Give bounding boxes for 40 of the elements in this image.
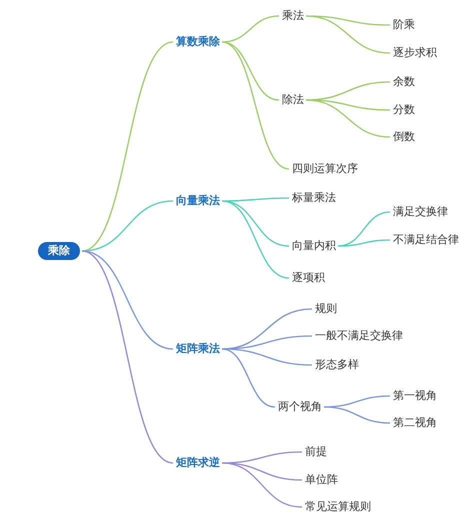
subtopic-label: 逐步求积 <box>393 46 437 60</box>
subtopic-label: 单位阵 <box>305 473 338 487</box>
subtopic-label: 余数 <box>393 75 415 89</box>
branch-topic: 向量乘法 <box>176 194 220 208</box>
branch-line <box>306 99 390 138</box>
branch-line <box>338 211 390 247</box>
branch-line <box>306 15 390 54</box>
subtopic-label: 标量乘法 <box>292 191 336 205</box>
branch-topic: 矩阵乘法 <box>176 342 220 356</box>
branch-topic: 矩阵求逆 <box>176 456 220 470</box>
subtopic-label: 一般不满足交换律 <box>315 329 403 343</box>
subtopic-label: 不满足结合律 <box>393 233 459 247</box>
branch-line <box>222 200 290 279</box>
subtopic-label: 倒数 <box>393 130 415 144</box>
subtopic-label: 除法 <box>282 93 304 107</box>
branch-line <box>222 348 276 408</box>
branch-line <box>222 462 302 508</box>
branch-line <box>324 406 390 424</box>
subtopic-label: 逐项积 <box>292 271 325 285</box>
subtopic-label: 形态多样 <box>315 358 359 372</box>
subtopic-label: 四则运算次序 <box>292 162 358 176</box>
branch-line <box>222 308 312 350</box>
subtopic-label: 阶乘 <box>393 18 415 32</box>
subtopic-label: 规则 <box>315 302 337 316</box>
subtopic-label: 分数 <box>393 103 415 117</box>
root-topic: 乘除 <box>38 242 80 260</box>
subtopic-label: 向量内积 <box>292 239 336 253</box>
subtopic-label: 满足交换律 <box>393 205 448 219</box>
branch-line <box>222 41 290 170</box>
branch-topic: 算数乘除 <box>176 35 220 49</box>
subtopic-label: 第一视角 <box>393 389 437 403</box>
subtopic-label: 常见运算规则 <box>305 500 371 514</box>
subtopic-label: 两个视角 <box>278 400 322 414</box>
subtopic-label: 乘法 <box>282 9 304 23</box>
branch-line <box>82 250 174 464</box>
branch-line <box>338 239 390 247</box>
branch-line <box>222 15 280 43</box>
branch-line <box>82 41 174 252</box>
subtopic-label: 前提 <box>305 445 327 459</box>
subtopic-label: 第二视角 <box>393 416 437 430</box>
